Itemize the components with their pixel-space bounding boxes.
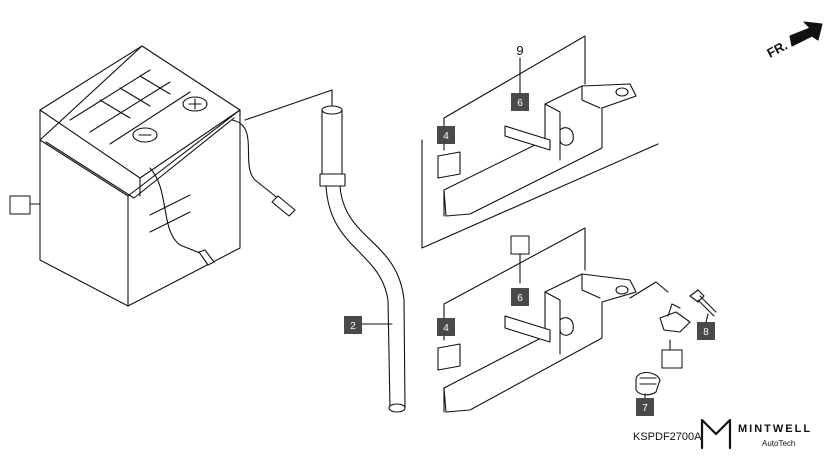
callout-cap: 7 xyxy=(642,403,648,414)
callout-tube: 2 xyxy=(350,321,356,332)
brand-sub: AutoTech xyxy=(762,439,795,448)
callout-block-lower-box xyxy=(511,288,529,306)
callout-cap-box xyxy=(636,398,654,416)
callout-bolt: 8 xyxy=(703,327,709,338)
brand-logo-icon xyxy=(700,418,732,450)
callout-group-lower-box xyxy=(510,235,530,255)
clip xyxy=(659,303,691,333)
callout-group-upper: 9 xyxy=(516,43,523,58)
bracket-lower xyxy=(437,227,671,413)
callout-pad-lower-box xyxy=(437,318,455,336)
cap xyxy=(635,371,661,399)
bolt xyxy=(689,289,717,323)
callout-block-upper: 6 xyxy=(517,98,523,109)
battery xyxy=(29,45,296,307)
callout-pad-upper-box xyxy=(437,126,455,144)
callout-bolt-box xyxy=(697,322,715,340)
callout-clip-box xyxy=(661,349,683,369)
brand-name: MINTWELL xyxy=(738,423,812,435)
breather-tube xyxy=(244,89,406,413)
front-arrow-icon xyxy=(789,21,823,47)
callout-block-lower: 6 xyxy=(517,293,523,304)
callout-block-upper-box xyxy=(511,93,529,111)
front-direction-label: FR. xyxy=(764,38,790,61)
callout-pad-lower: 4 xyxy=(443,323,449,334)
bracket-upper xyxy=(421,35,659,249)
part-number: KSPDF2700A xyxy=(633,431,702,443)
callout-pad-upper: 4 xyxy=(443,131,449,142)
callout-battery-box xyxy=(9,195,31,215)
callout-tube-box xyxy=(344,316,362,334)
